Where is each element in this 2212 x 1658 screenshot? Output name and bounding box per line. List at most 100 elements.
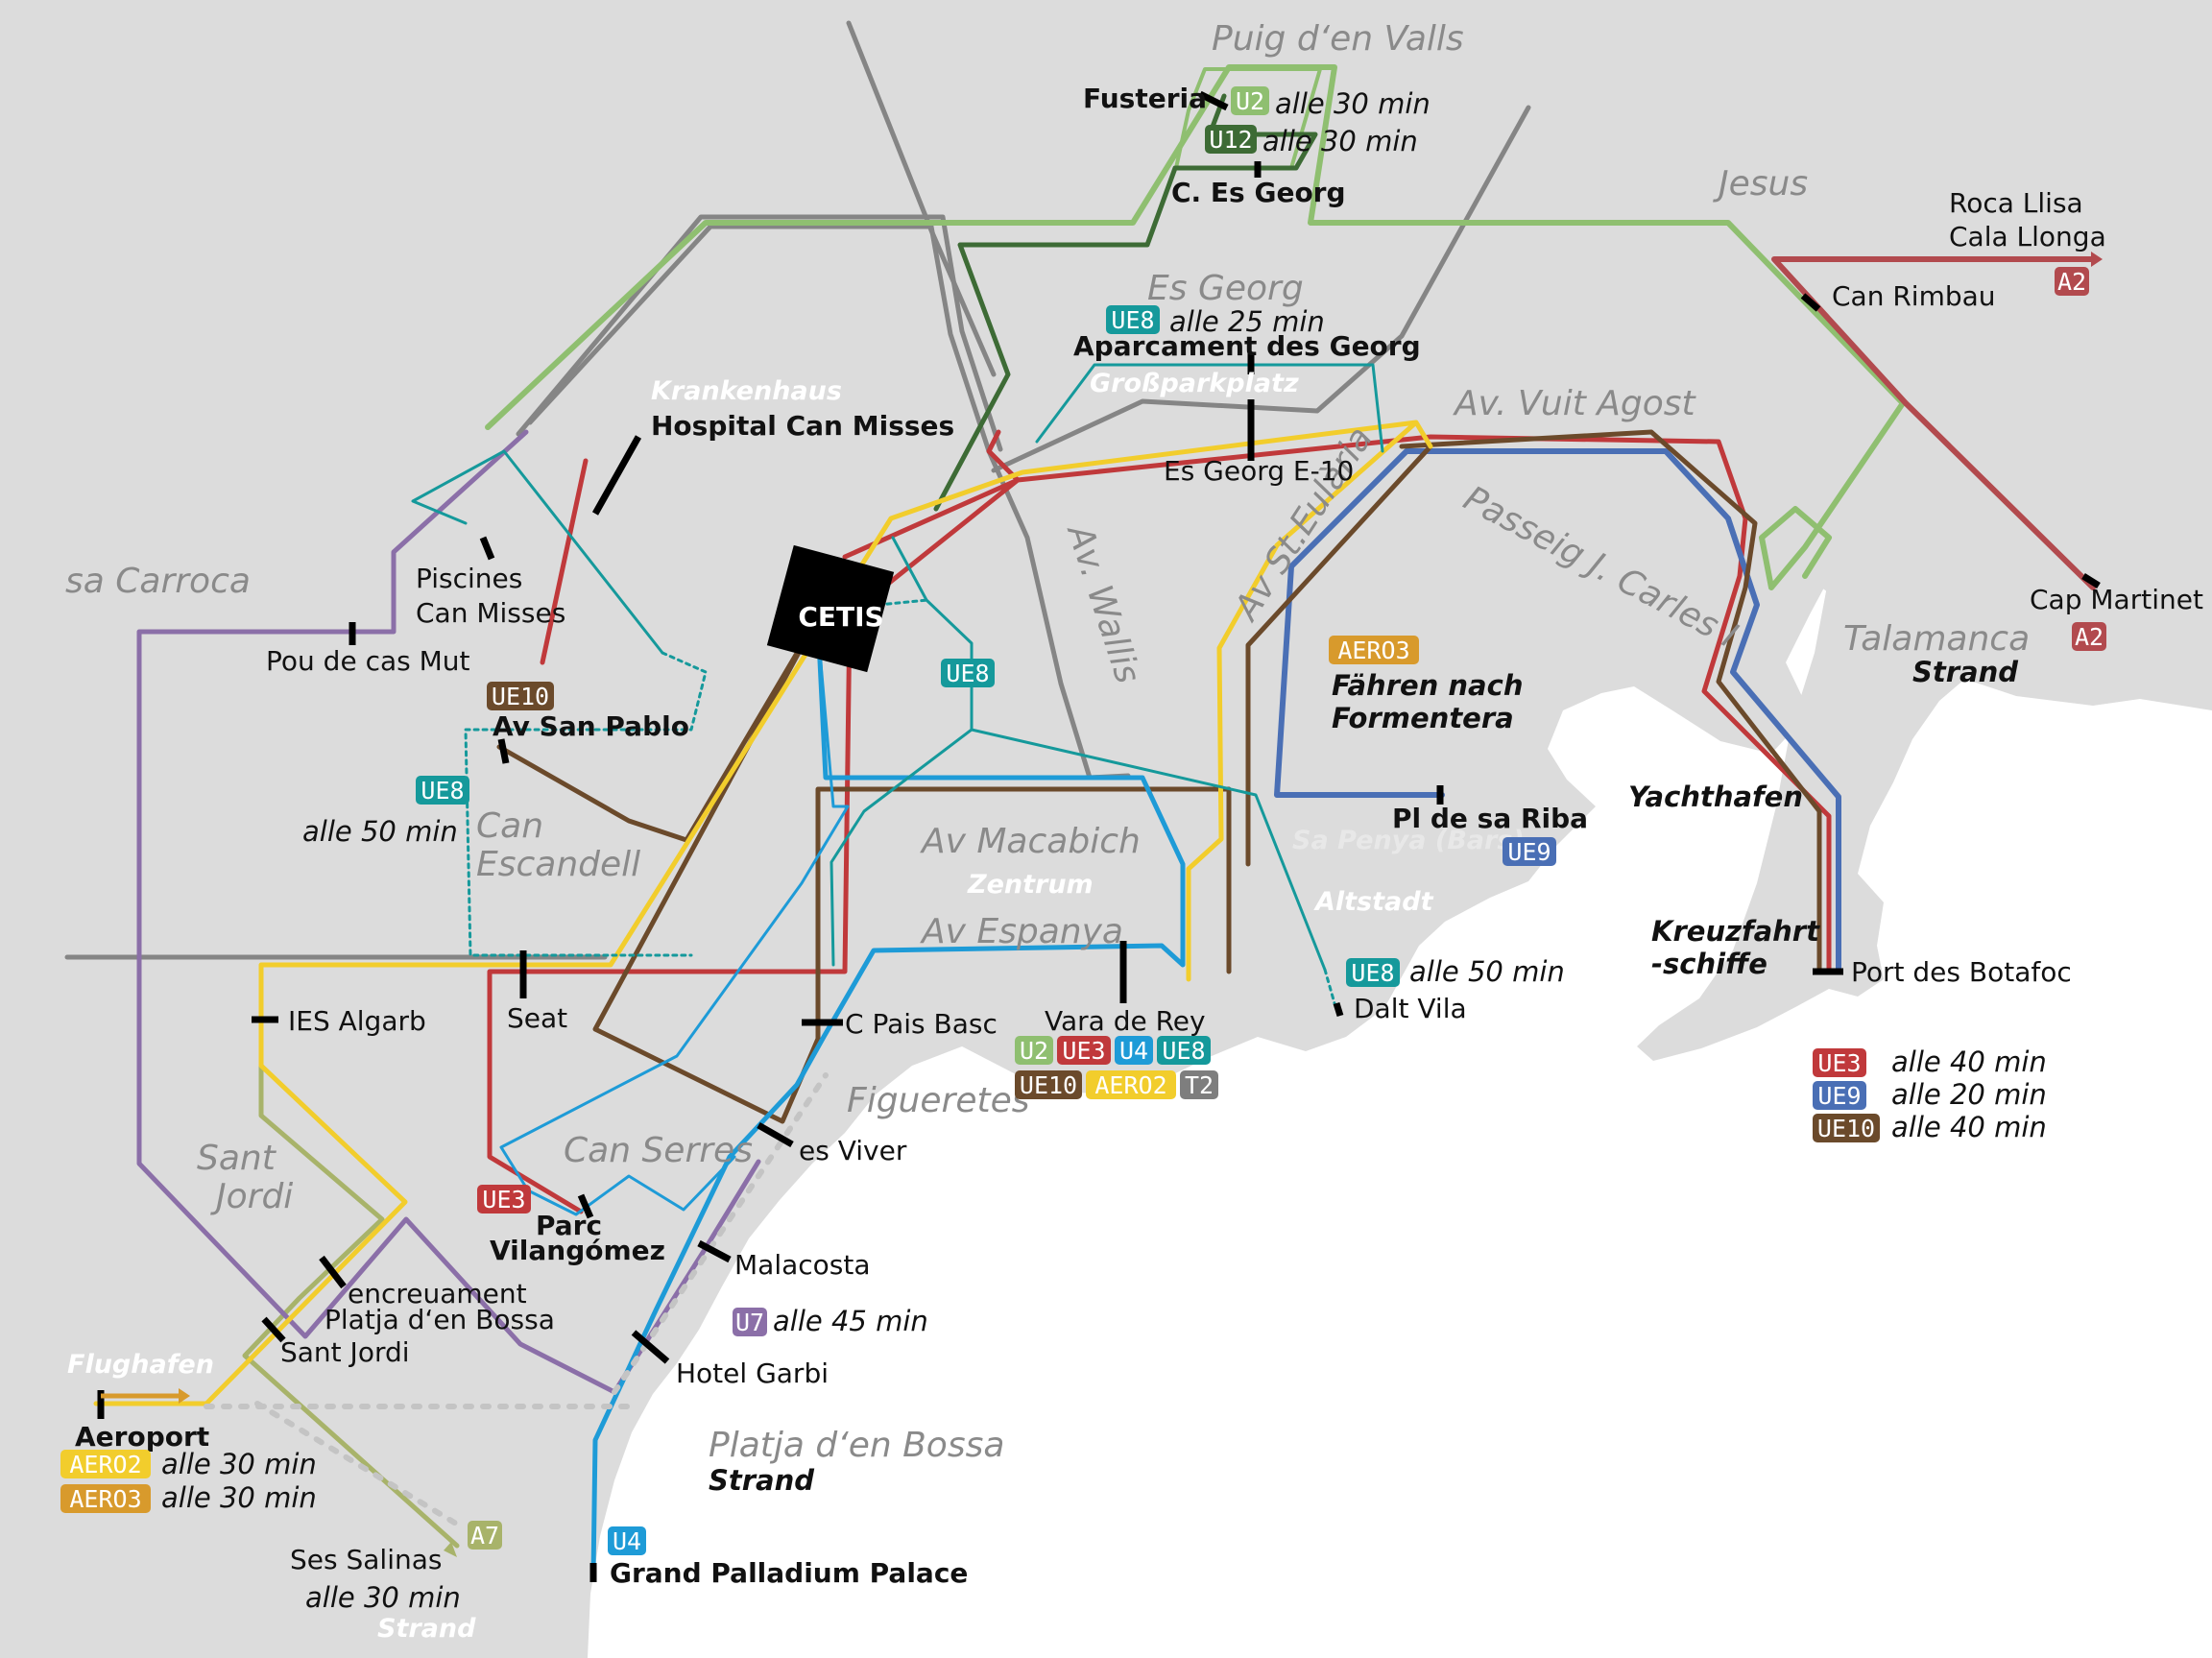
- badge-aero2-aeroport[interactable]: AERO2: [60, 1450, 151, 1478]
- badge-u12-north-text: U12: [1209, 126, 1252, 154]
- area-talamanca-1: Talamanca: [1843, 619, 2030, 659]
- badge-ue8-vara-text: UE8: [1162, 1037, 1205, 1065]
- badge-ue10-sanpablo-bg: [487, 682, 554, 710]
- badge-u12-north[interactable]: U12: [1205, 125, 1257, 154]
- badge-aero2-vara-bg: [1086, 1070, 1176, 1099]
- badge-aero3-aeroport-bg: [60, 1484, 151, 1513]
- badge-aero3-ferry[interactable]: AERO3: [1329, 636, 1419, 664]
- stop-tick-santjordi: [261, 1316, 286, 1343]
- stop-tick-sanpablo: [497, 738, 510, 764]
- route-u2: [485, 64, 1906, 590]
- stop-tick-encreuament: [319, 1255, 347, 1289]
- badge-ue10-sanpablo[interactable]: UE10: [487, 682, 554, 710]
- area-canserres: Can Serres: [564, 1131, 753, 1170]
- badge-a2-roca-bg: [2055, 267, 2089, 296]
- freq-salinas: alle 30 min: [305, 1581, 461, 1614]
- label-capmartinet: Cap Martinet: [2030, 584, 2203, 615]
- area-espanya: Av Espanya: [920, 912, 1123, 951]
- badge-u4-vara[interactable]: U4: [1115, 1036, 1153, 1065]
- stop-tick-parc: [577, 1193, 594, 1219]
- label-parc-2: Vilangómez: [490, 1235, 665, 1266]
- label-rocallisa-1: Roca Llisa: [1949, 187, 2083, 219]
- freq-u12: alle 30 min: [1262, 125, 1418, 157]
- label-avsanpablo: Av San Pablo: [493, 710, 689, 742]
- cetis-hub[interactable]: CETIS: [766, 544, 895, 673]
- badge-a7-text: A7: [470, 1522, 499, 1550]
- label-sessalinas: Ses Salinas: [290, 1544, 442, 1575]
- area-santjordi-1: Sant: [197, 1139, 277, 1178]
- badge-u4-vara-bg: [1115, 1036, 1153, 1065]
- badge-a2-cap-text: A2: [2075, 623, 2104, 651]
- area-yachthafen: Yachthafen: [1628, 781, 1803, 813]
- area-grossparkplatz: Großparkplatz: [1090, 369, 1299, 398]
- badge-ue3-legend-bg: [1813, 1048, 1866, 1077]
- route-a7-dotted: [204, 1072, 829, 1529]
- freq-u2: alle 30 min: [1275, 87, 1431, 120]
- badge-t2-vara[interactable]: T2: [1180, 1070, 1218, 1099]
- badge-ue3-legend[interactable]: UE3: [1813, 1048, 1866, 1077]
- badge-ue8-vara[interactable]: UE8: [1157, 1036, 1211, 1065]
- badge-aero3-aeroport[interactable]: AERO3: [60, 1484, 151, 1513]
- freq-ue8-west: alle 50 min: [302, 815, 458, 848]
- badge-ue8-center-bg: [941, 659, 995, 687]
- cetis-hub-square[interactable]: [766, 544, 895, 673]
- direction-arrows: [101, 252, 2103, 1557]
- badge-u2-vara[interactable]: U2: [1015, 1036, 1053, 1065]
- area-santjordi-2: Jordi: [210, 1177, 293, 1216]
- badge-ue3-parc-text: UE3: [482, 1186, 525, 1213]
- stop-tick-fusteria: [1198, 90, 1229, 111]
- route-ue8: [411, 363, 1384, 972]
- area-macabich: Av Macabich: [920, 822, 1141, 861]
- route-t2-ring-2: [516, 214, 1003, 452]
- badge-ue9-riba[interactable]: UE9: [1503, 837, 1556, 866]
- stop-tick-piscines: [479, 536, 495, 561]
- badge-ue8-dalt[interactable]: UE8: [1346, 958, 1400, 987]
- area-puig: Puig d‘en Valls: [1212, 19, 1464, 59]
- badge-u4-palladium[interactable]: U4: [608, 1526, 646, 1555]
- label-esviver: es Viver: [799, 1135, 907, 1166]
- label-rocallisa-2: Cala Llonga: [1949, 221, 2106, 252]
- label-esgeorg-e10: Es Georg E-10: [1164, 455, 1354, 487]
- area-altstadt: Altstadt: [1313, 887, 1434, 917]
- badge-ue8-west[interactable]: UE8: [416, 776, 469, 805]
- badge-ue3-parc[interactable]: UE3: [477, 1185, 531, 1213]
- label-santjordi: Sant Jordi: [280, 1336, 410, 1368]
- badge-aero3-ferry-text: AERO3: [1337, 637, 1409, 664]
- cetis-label: CETIS: [798, 601, 883, 633]
- label-pldesariba: Pl de sa Riba: [1392, 803, 1588, 834]
- badge-ue9-legend[interactable]: UE9: [1813, 1081, 1866, 1110]
- badge-ue10-legend[interactable]: UE10: [1813, 1114, 1880, 1142]
- badge-ue3-vara[interactable]: UE3: [1057, 1036, 1111, 1065]
- label-poudecas: Pou de cas Mut: [266, 645, 470, 677]
- badge-ue8-georg[interactable]: UE8: [1106, 305, 1160, 334]
- badge-a2-roca-text: A2: [2057, 268, 2086, 296]
- arrow-salinas: [444, 1542, 457, 1557]
- area-faehren-1: Fähren nach: [1332, 669, 1523, 702]
- badge-u2-vara-text: U2: [1020, 1037, 1048, 1065]
- badge-u7-bg: [733, 1308, 767, 1336]
- area-platja-1: Platja d‘en Bossa: [709, 1426, 1004, 1465]
- badge-aero2-aeroport-bg: [60, 1450, 151, 1478]
- badge-ue8-west-text: UE8: [421, 777, 464, 805]
- arrow-roca-llisa: [2091, 252, 2103, 267]
- badge-a2-roca[interactable]: A2: [2055, 267, 2089, 296]
- badge-a7[interactable]: A7: [468, 1521, 502, 1550]
- badge-ue10-vara[interactable]: UE10: [1015, 1070, 1082, 1099]
- badge-u7[interactable]: U7: [733, 1308, 767, 1336]
- label-malacosta: Malacosta: [734, 1249, 871, 1281]
- badge-u4-palladium-bg: [608, 1526, 646, 1555]
- freq-aero2: alle 30 min: [161, 1448, 317, 1480]
- label-portbotafoc: Port des Botafoc: [1851, 956, 2072, 988]
- stop-tick-malacosta: [697, 1239, 732, 1263]
- label-encreuament-2: Platja d‘en Bossa: [325, 1304, 555, 1335]
- badge-a2-cap[interactable]: A2: [2072, 622, 2106, 651]
- area-talamanca-2: Strand: [1912, 656, 2018, 688]
- freq-ue3: alle 40 min: [1891, 1045, 2047, 1078]
- area-strand-salinas: Strand: [377, 1614, 476, 1644]
- badge-u2-north[interactable]: U2: [1231, 86, 1269, 115]
- badge-ue10-vara-bg: [1015, 1070, 1082, 1099]
- badge-aero2-vara[interactable]: AERO2: [1086, 1070, 1176, 1099]
- badge-ue8-center[interactable]: UE8: [941, 659, 995, 687]
- label-cesgeorg: C. Es Georg: [1171, 177, 1346, 208]
- stop-tick-esviver: [757, 1121, 794, 1148]
